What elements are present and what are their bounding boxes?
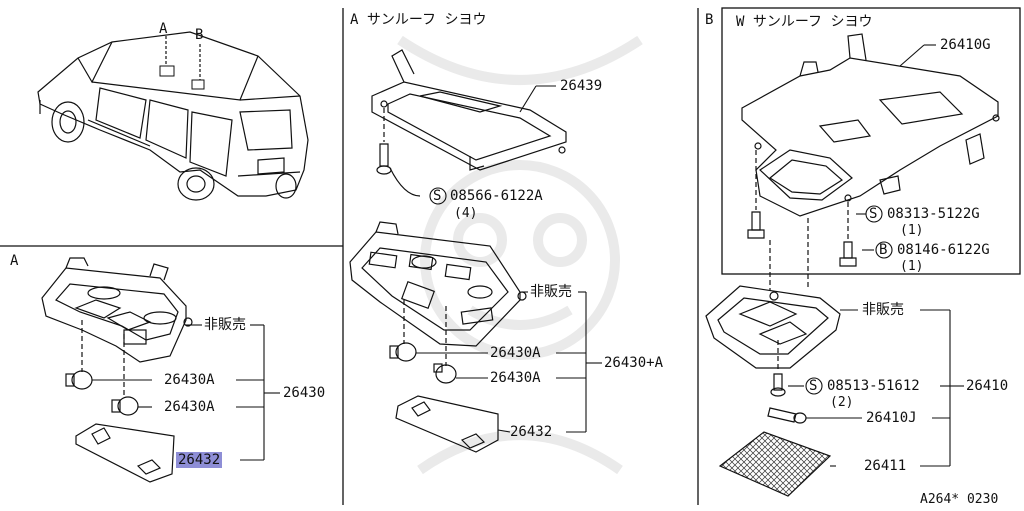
part-26410: 26410: [966, 378, 1009, 394]
vehicle-wagon-icon: [37, 31, 309, 201]
part-26410j: 26410J: [866, 410, 917, 426]
circled-symbols: [429, 187, 893, 395]
part-26430a-1: 26430A: [164, 372, 215, 388]
panel-b-title: B: [705, 12, 714, 28]
part-26430a-2: 26430A: [164, 399, 215, 415]
part-not-sold-b: 非販売: [862, 302, 904, 318]
panel-dividers: [0, 7, 1021, 505]
diagram-code: A264* 0230: [920, 492, 999, 507]
panel-a-left-title: A: [10, 253, 19, 269]
lens-a-center-icon: [395, 395, 499, 453]
bracket-26439-icon: [371, 49, 567, 171]
part-08313-qty: (1): [900, 223, 924, 238]
callout-a-label: A: [159, 21, 168, 37]
callout-b-label: B: [195, 27, 204, 43]
watermark-crest-icon: [397, 35, 643, 475]
part-26430a-c1: 26430A: [490, 345, 541, 361]
part-08146-6122g: 08146-6122G: [897, 242, 990, 258]
part-26411: 26411: [864, 458, 907, 474]
part-08566-qty: (4): [454, 206, 478, 221]
symbol-s-icon: S: [433, 188, 442, 204]
symbol-s-b1-icon: S: [869, 206, 878, 222]
roof-lamp-housing-a-icon: [41, 257, 193, 363]
part-26410g: 26410G: [940, 37, 991, 53]
part-08146-qty: (1): [900, 259, 924, 274]
roof-lamp-housing-b-icon: [705, 218, 841, 369]
symbol-s-b2-icon: S: [809, 378, 818, 394]
part-not-sold-a-center: 非販売: [530, 284, 572, 300]
leader-lines-a-center: [416, 85, 602, 433]
leader-lines-b: [788, 44, 964, 467]
part-26439: 26439: [560, 78, 603, 94]
lens-a-left-icon: [75, 423, 175, 483]
part-not-sold-a-left: 非販売: [204, 317, 246, 333]
roof-lamp-housing-sunroof-icon: [349, 221, 527, 347]
panel-a-center-title: A サンルーフ シヨウ: [350, 12, 487, 28]
bulbs-a-center-icons: [389, 300, 457, 384]
lens-b-mesh-icon: [718, 431, 832, 497]
bracket-26410g-icon: [741, 33, 1000, 217]
part-26432-text: 26432: [176, 452, 223, 468]
fasteners-b-icons: [747, 150, 857, 267]
leader-lines-a-left: [92, 324, 280, 461]
part-26430a-c2: 26430A: [490, 370, 541, 386]
part-08513-51612: 08513-51612: [827, 378, 920, 394]
part-08313-5122g: 08313-5122G: [887, 206, 980, 222]
screw-bulb-b-icons: [767, 340, 807, 424]
symbol-b-icon: B: [879, 242, 888, 258]
panel-b-subtitle: W サンルーフ シヨウ: [736, 14, 873, 30]
part-26430-assembly: 26430: [283, 385, 326, 401]
part-26432-center: 26432: [510, 424, 553, 440]
part-26430-plus-a: 26430+A: [604, 355, 664, 371]
screw-08566-icon: [376, 108, 421, 197]
part-08513-qty: (2): [830, 395, 854, 410]
part-08566-6122a: 08566-6122A: [450, 188, 543, 204]
part-26432-highlighted[interactable]: 26432: [176, 452, 223, 468]
bulb-a-left-icons: [65, 320, 139, 416]
